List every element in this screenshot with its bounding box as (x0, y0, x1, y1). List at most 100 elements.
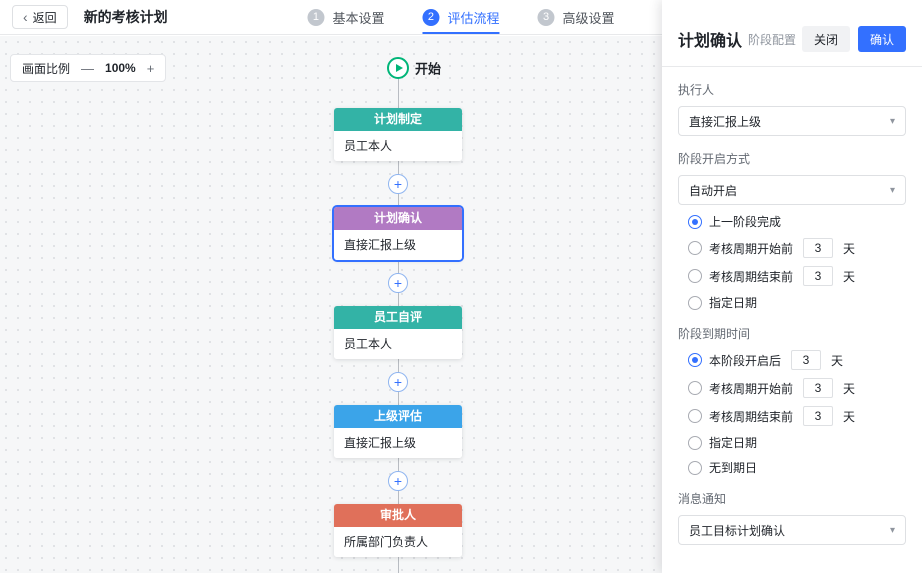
flow-canvas[interactable]: 画面比例 — 100% + 开始 计划制定 员工本人 + (0, 36, 662, 573)
radio-label: 上一阶段完成 (709, 215, 782, 229)
step-indicator: 1 基本设置 2 评估流程 3 高级设置 (307, 0, 615, 34)
zoom-label: 画面比例 (22, 61, 71, 76)
panel-header: 计划确认 阶段配置 关闭 确认 (678, 0, 906, 52)
add-stage-button[interactable]: + (388, 372, 408, 392)
radio-label: 指定日期 (709, 296, 758, 310)
executor-label: 执行人 (678, 83, 715, 97)
back-chevron-icon: ‹ (23, 9, 28, 25)
step-label: 高级设置 (562, 10, 615, 26)
node-title: 员工自评 (334, 306, 462, 329)
notify-select[interactable]: 员工目标计划确认 ▾ (678, 515, 906, 545)
radio-icon[interactable] (688, 435, 702, 450)
radio-icon[interactable] (688, 214, 702, 229)
start-node-label: 开始 (415, 61, 442, 77)
step-label: 评估流程 (447, 10, 500, 26)
play-icon (395, 64, 403, 72)
days-suffix: 天 (843, 241, 856, 256)
panel-subtitle: 阶段配置 (748, 32, 797, 47)
notify-value: 员工目标计划确认 (689, 523, 786, 538)
radio-label: 考核周期结束前 (709, 269, 794, 284)
days-input[interactable] (803, 238, 834, 258)
days-input[interactable] (803, 406, 834, 426)
due-option-before-cycle-start[interactable]: 考核周期开始前 天 (688, 378, 906, 398)
due-option-before-cycle-end[interactable]: 考核周期结束前 天 (688, 406, 906, 426)
radio-icon[interactable] (688, 269, 702, 283)
radio-label: 本阶段开启后 (709, 353, 782, 368)
node-title: 计划确认 (334, 207, 462, 230)
node-title: 审批人 (334, 504, 462, 527)
notify-label: 消息通知 (678, 492, 727, 506)
start-mode-select[interactable]: 自动开启 ▾ (678, 175, 906, 205)
days-input[interactable] (791, 350, 822, 370)
radio-icon[interactable] (688, 460, 702, 475)
back-label: 返回 (32, 10, 57, 25)
radio-label: 无到期日 (709, 461, 758, 475)
days-input[interactable] (803, 266, 834, 286)
flow-node-plan-create[interactable]: 计划制定 员工本人 (334, 108, 462, 161)
executor-value: 直接汇报上级 (689, 114, 762, 129)
add-stage-button[interactable]: + (388, 273, 408, 293)
add-stage-button[interactable]: + (388, 174, 408, 194)
page-title: 新的考核计划 (83, 9, 168, 25)
radio-icon[interactable] (688, 409, 702, 423)
confirm-button[interactable]: 确认 (857, 26, 906, 52)
due-option-no-due-date[interactable]: 无到期日 (688, 459, 906, 476)
node-assignee: 直接汇报上级 (334, 428, 462, 458)
start-node-circle[interactable] (387, 57, 409, 79)
zoom-in-button[interactable]: + (146, 60, 155, 76)
days-suffix: 天 (831, 353, 844, 368)
flow-node-plan-confirm[interactable]: 计划确认 直接汇报上级 (334, 207, 462, 260)
start-node: 开始 (334, 57, 462, 79)
days-input[interactable] (803, 378, 834, 398)
flow-node-approver[interactable]: 审批人 所属部门负责人 (334, 504, 462, 557)
radio-icon[interactable] (688, 353, 702, 367)
due-option-after-stage-start[interactable]: 本阶段开启后 天 (688, 350, 906, 370)
stage-config-panel: 计划确认 阶段配置 关闭 确认 执行人 直接汇报上级 ▾ 阶段开启方式 自动开启… (662, 0, 922, 573)
start-mode-value: 自动开启 (689, 183, 738, 198)
step-label: 基本设置 (332, 10, 385, 26)
start-option-before-cycle-start[interactable]: 考核周期开始前 天 (688, 238, 906, 258)
start-option-before-cycle-end[interactable]: 考核周期结束前 天 (688, 266, 906, 286)
radio-label: 考核周期结束前 (709, 409, 794, 424)
panel-divider (662, 66, 922, 67)
node-assignee: 员工本人 (334, 329, 462, 359)
chevron-down-icon: ▾ (889, 524, 895, 536)
chevron-down-icon: ▾ (889, 115, 895, 127)
due-option-specified-date[interactable]: 指定日期 (688, 434, 906, 451)
close-button[interactable]: 关闭 (801, 26, 850, 52)
days-suffix: 天 (843, 381, 856, 396)
executor-select[interactable]: 直接汇报上级 ▾ (678, 106, 906, 136)
radio-label: 考核周期开始前 (709, 381, 794, 396)
node-assignee: 直接汇报上级 (334, 230, 462, 260)
days-suffix: 天 (843, 269, 856, 284)
radio-label: 指定日期 (709, 436, 758, 450)
due-time-label: 阶段到期时间 (678, 327, 751, 341)
start-mode-label: 阶段开启方式 (678, 152, 751, 166)
chevron-down-icon: ▾ (889, 184, 895, 196)
back-button[interactable]: ‹ 返回 (12, 5, 68, 29)
step-number-badge: 1 (307, 8, 325, 26)
zoom-control: 画面比例 — 100% + (10, 54, 167, 82)
radio-icon[interactable] (688, 381, 702, 395)
radio-icon[interactable] (688, 295, 702, 310)
radio-label: 考核周期开始前 (709, 241, 794, 256)
step-number-badge: 3 (537, 8, 555, 26)
add-stage-button[interactable]: + (388, 471, 408, 491)
step-advanced-settings[interactable]: 3 高级设置 (537, 0, 615, 34)
days-suffix: 天 (843, 409, 856, 424)
node-assignee: 所属部门负责人 (334, 527, 462, 557)
node-title: 计划制定 (334, 108, 462, 131)
node-title: 上级评估 (334, 405, 462, 428)
step-number-badge: 2 (422, 8, 440, 26)
step-evaluation-flow[interactable]: 2 评估流程 (422, 0, 500, 34)
step-basic-settings[interactable]: 1 基本设置 (307, 0, 384, 34)
start-option-prev-stage-done[interactable]: 上一阶段完成 (688, 213, 906, 230)
flow-node-self-review[interactable]: 员工自评 员工本人 (334, 306, 462, 359)
start-option-specified-date[interactable]: 指定日期 (688, 294, 906, 311)
flow-node-manager-review[interactable]: 上级评估 直接汇报上级 (334, 405, 462, 458)
panel-title: 计划确认 (678, 33, 743, 50)
zoom-out-button[interactable]: — (81, 60, 95, 76)
radio-icon[interactable] (688, 241, 702, 255)
flow-column: 开始 计划制定 员工本人 + 计划确认 直接汇报上级 + 员工自评 员工本人 + (334, 36, 462, 573)
